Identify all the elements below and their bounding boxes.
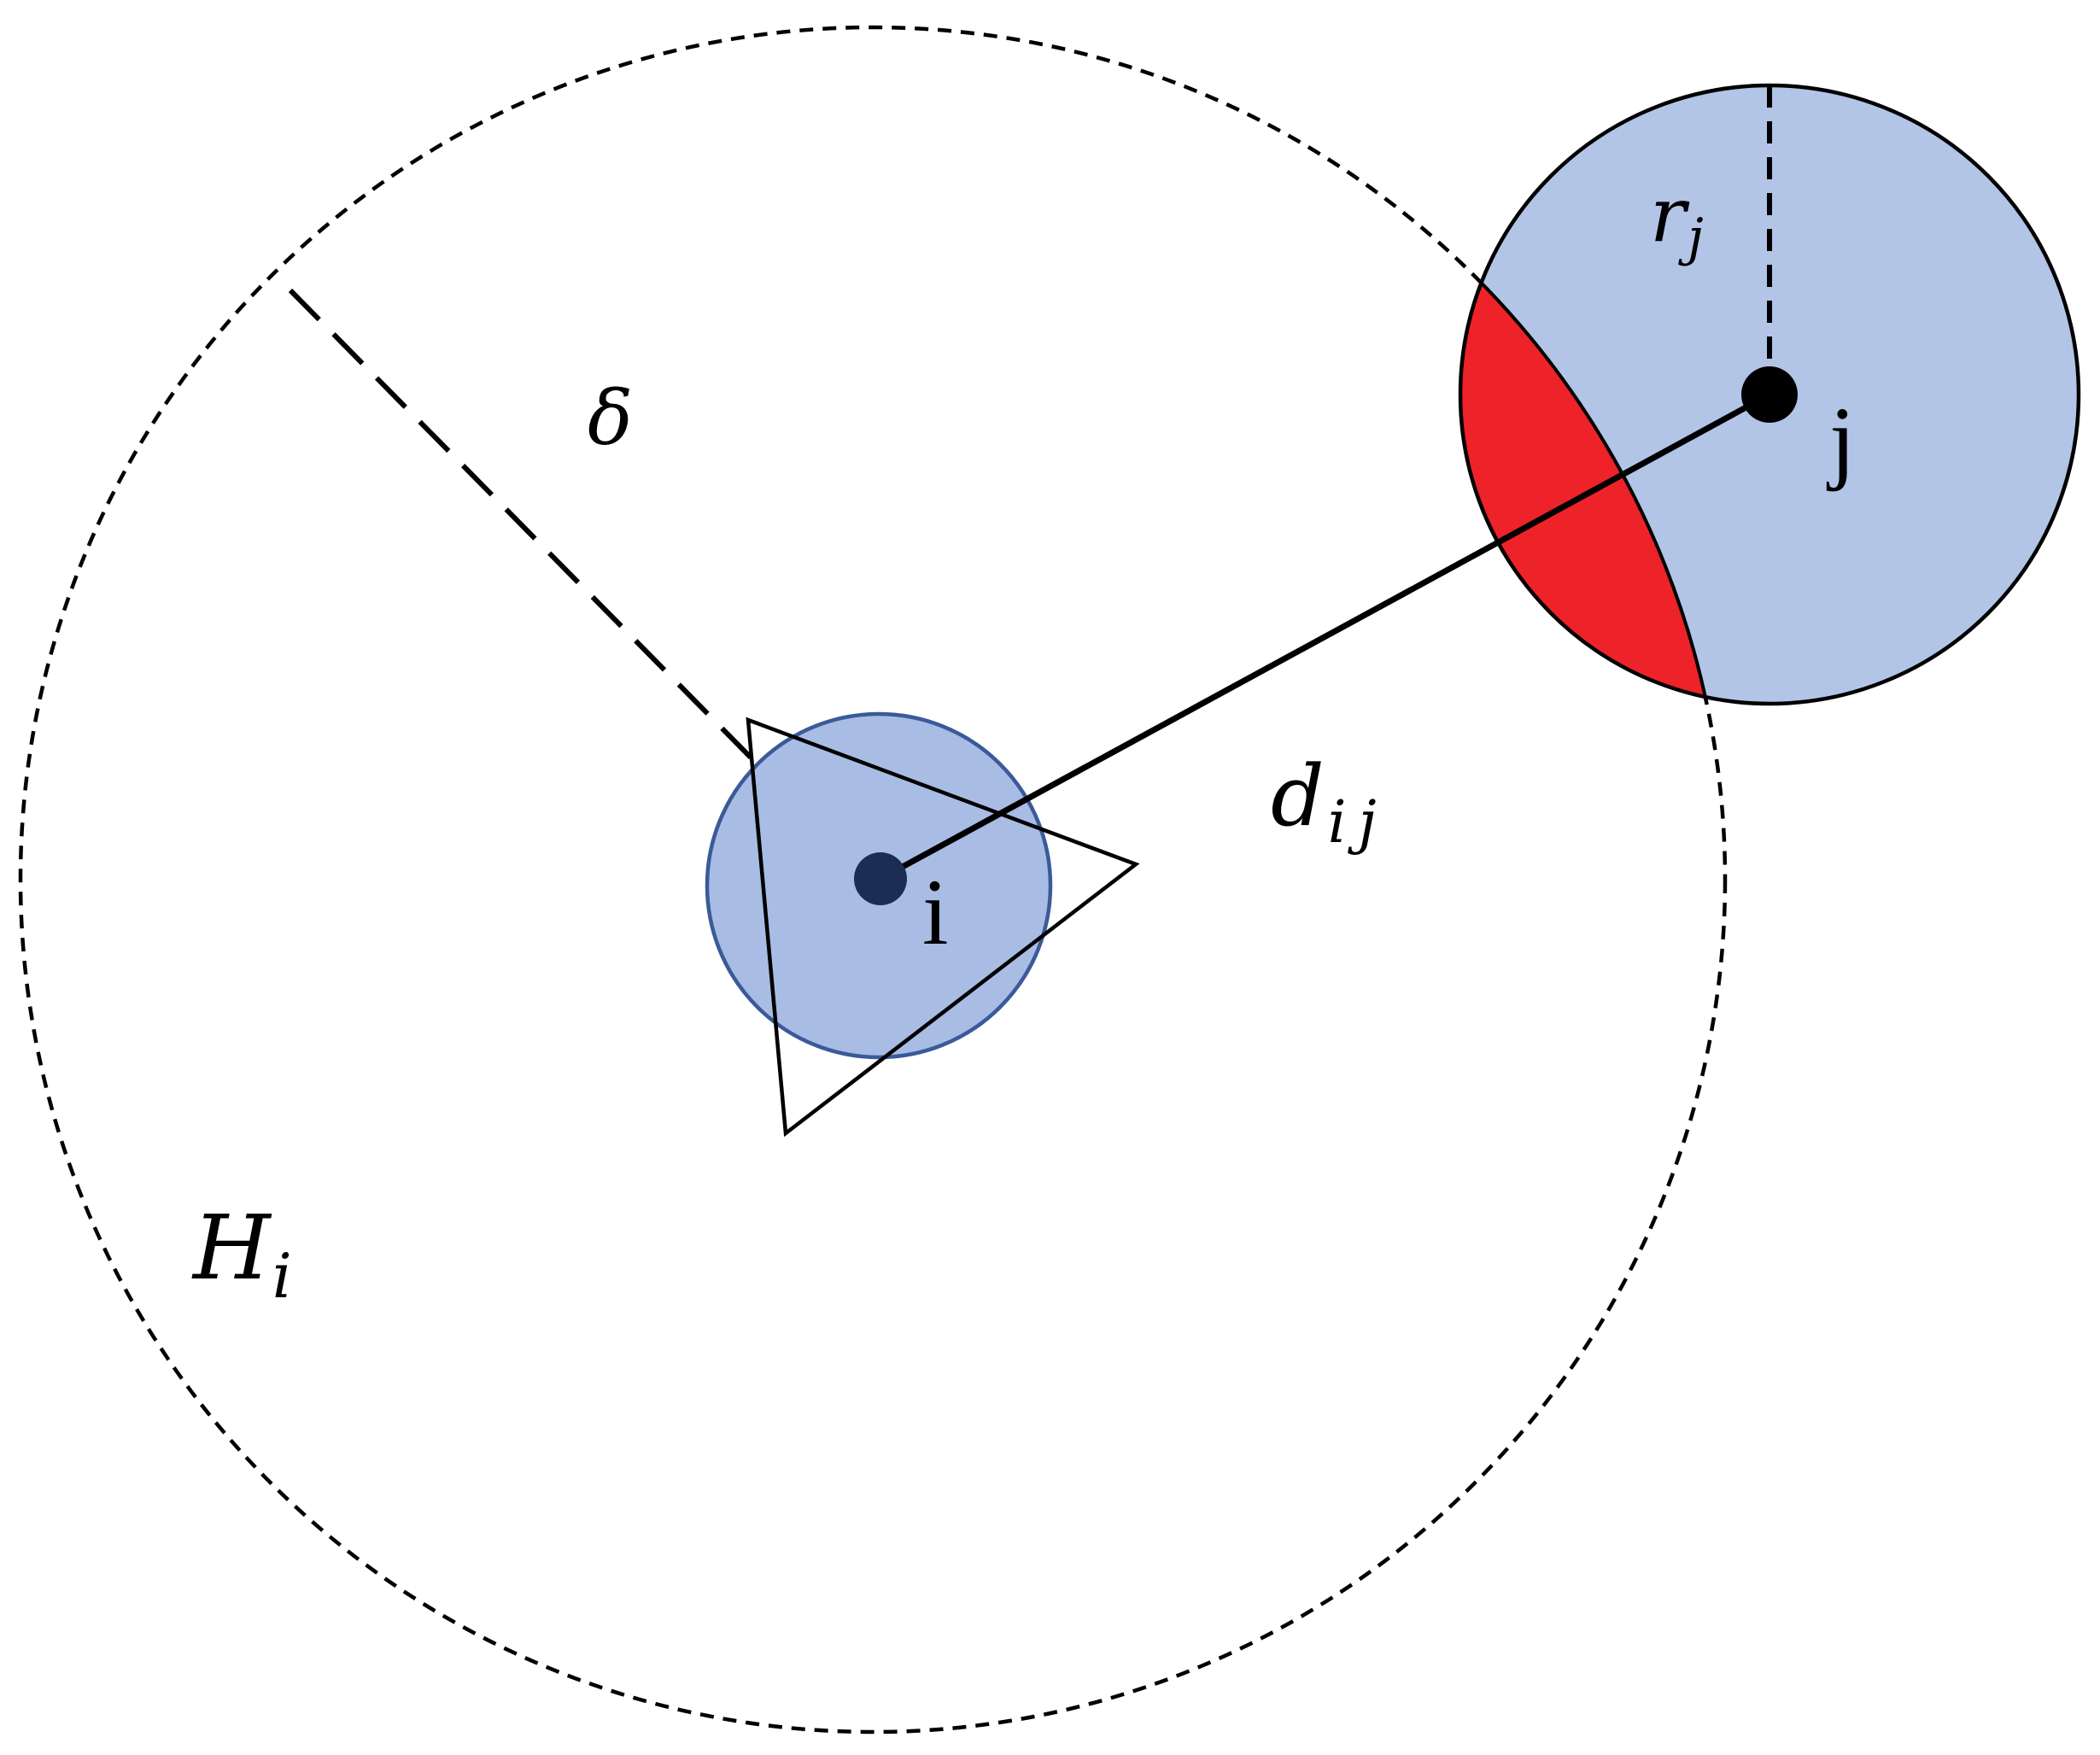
label-rj-main: r [1650, 171, 1690, 259]
label-dij-main: d [1271, 748, 1325, 845]
sensing-horizon-circle [18, 25, 1728, 1735]
label-node-i: i [922, 860, 949, 964]
label-dij: dij [1271, 748, 1389, 857]
label-node-j: j [1826, 388, 1856, 492]
center-i-dot [854, 852, 907, 905]
label-rj: rj [1650, 171, 1704, 267]
label-delta: δ [588, 374, 633, 462]
center-j-dot [1741, 366, 1798, 423]
label-hi-main: H [191, 1196, 272, 1300]
label-dij-sub: ij [1328, 789, 1389, 857]
robot-i-triangle [746, 717, 1140, 1138]
label-hi-sub: i [272, 1240, 292, 1312]
distance-dij-line [879, 391, 1771, 882]
label-hi: Hi [191, 1196, 292, 1312]
